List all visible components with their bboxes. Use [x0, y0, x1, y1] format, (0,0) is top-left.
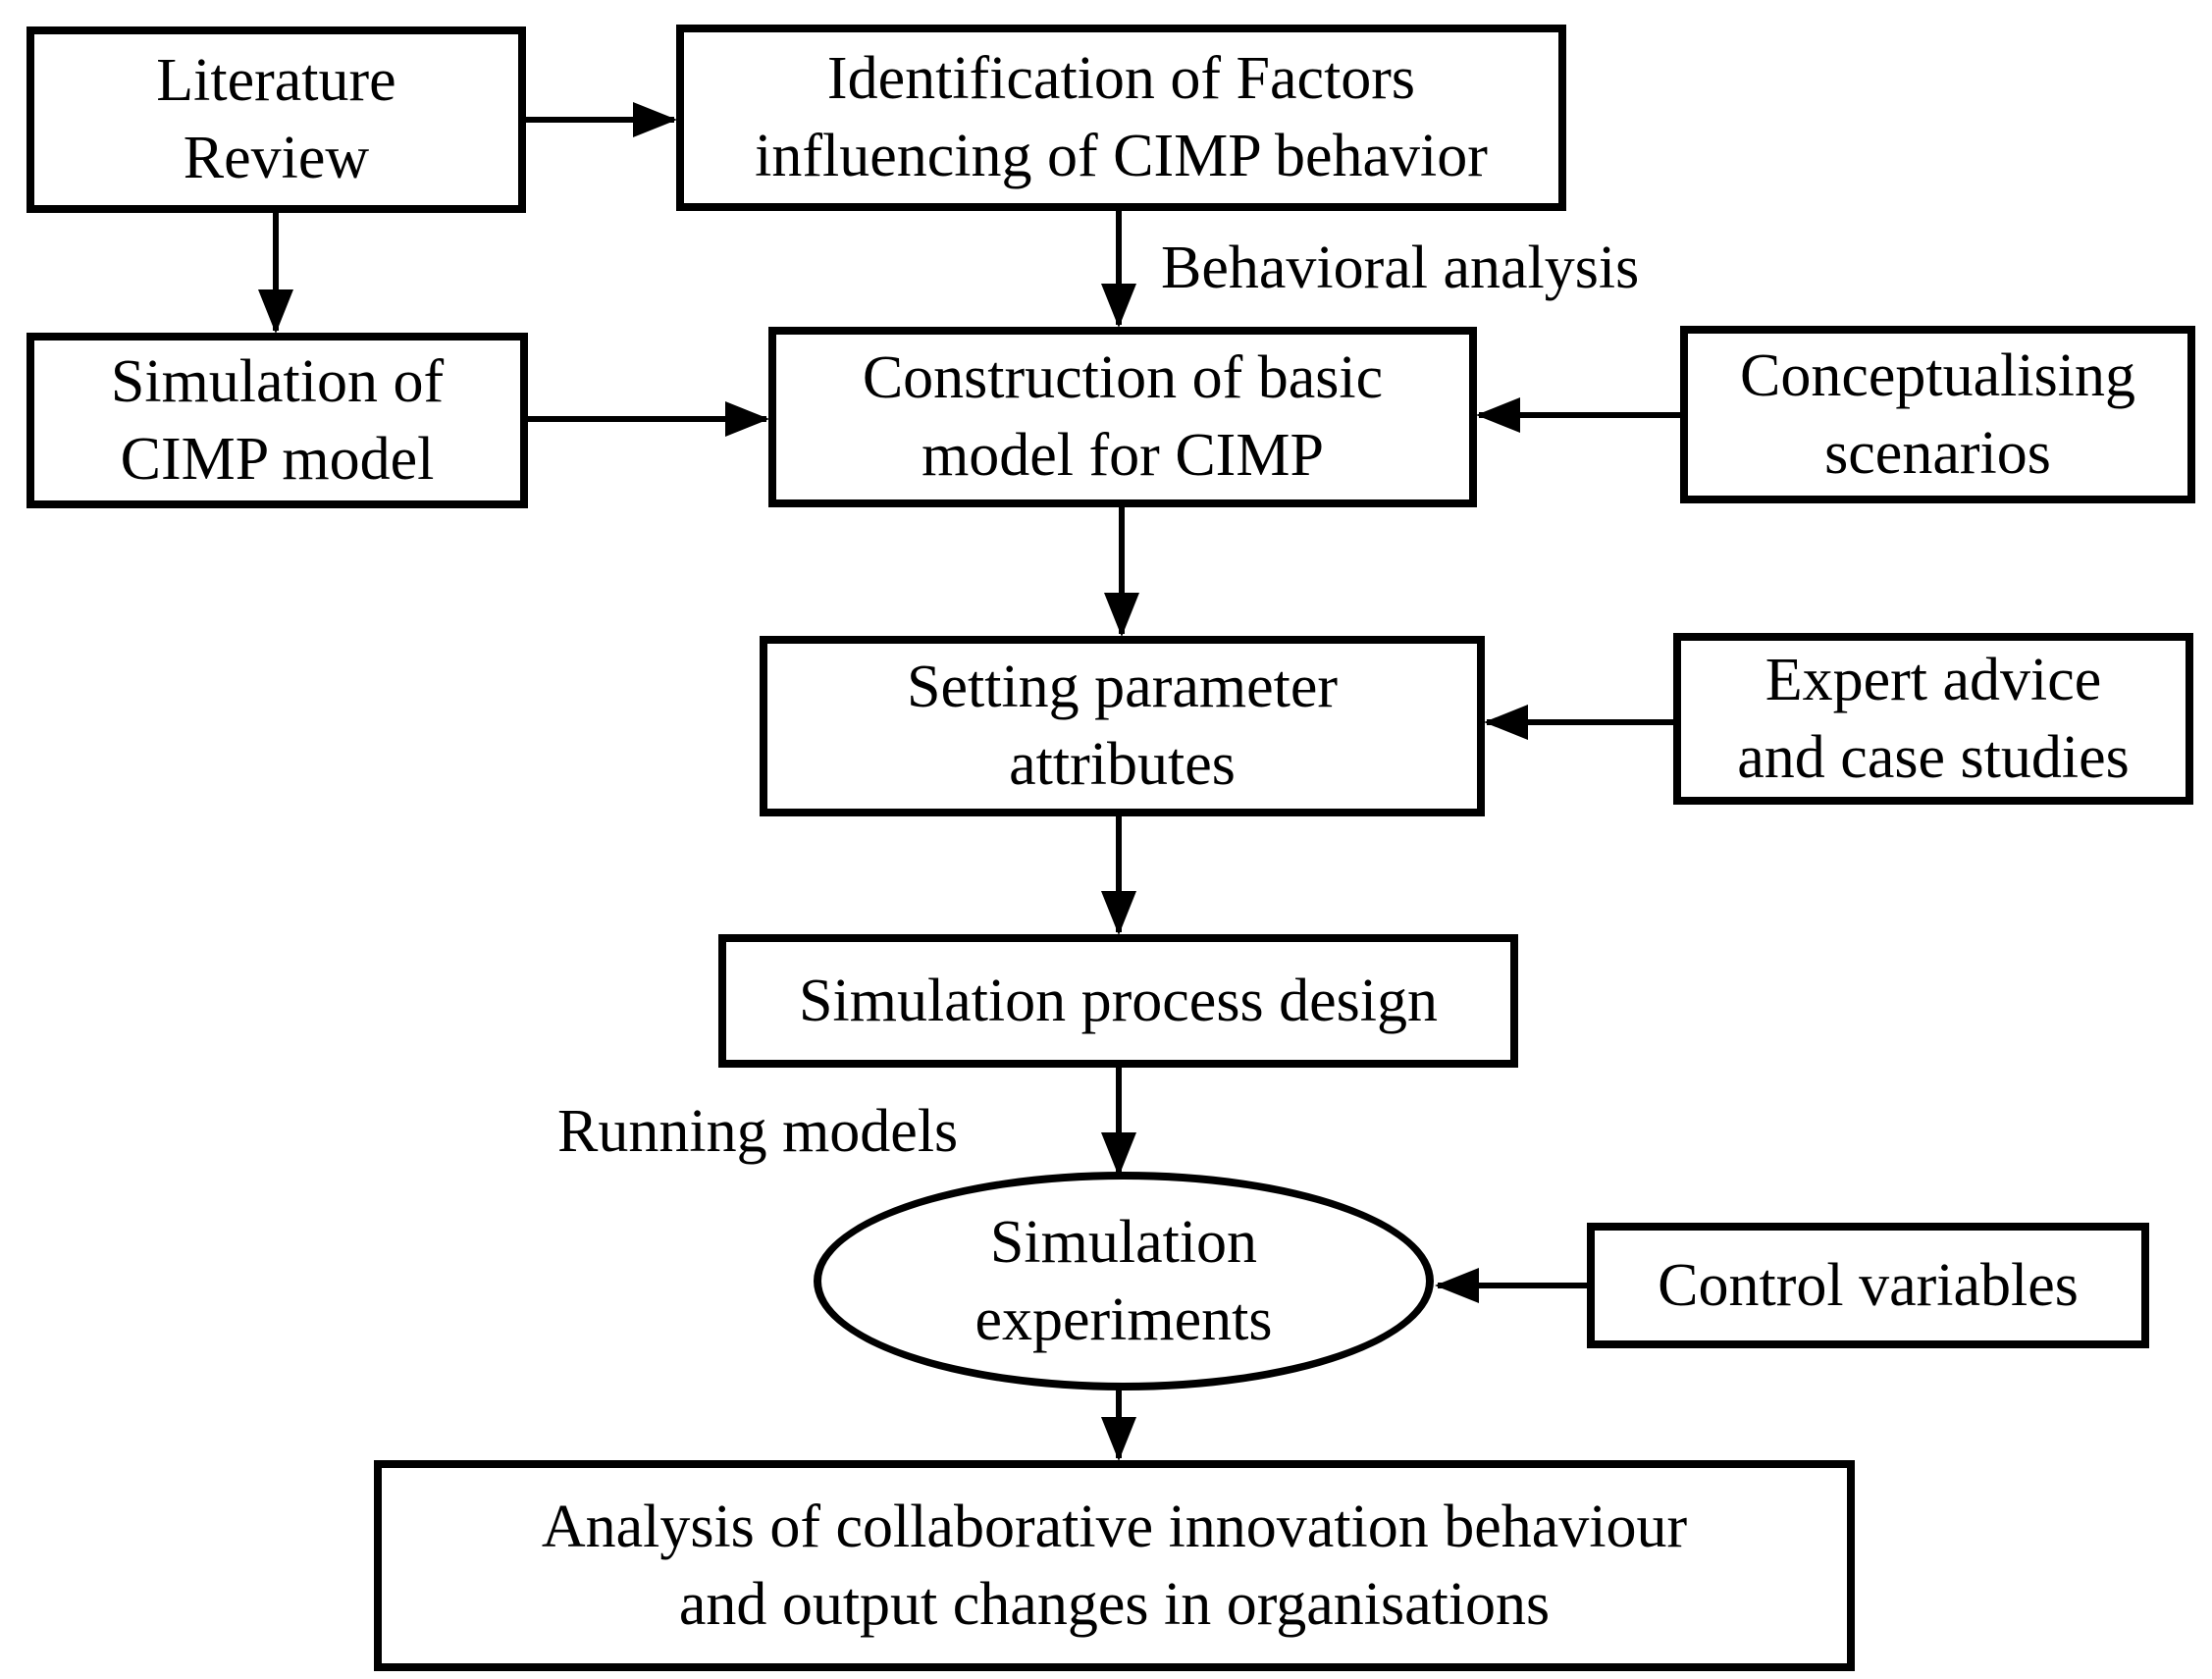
node-simulation-experiments: Simulation experiments [814, 1172, 1434, 1390]
node-simulation-of-cimp-model-line-1: Simulation of [110, 347, 445, 415]
node-identification-of-factors-line-1: Identification of Factors [826, 45, 1416, 113]
node-expert-advice-case-studies: Expert advice and case studies [1673, 633, 2193, 805]
node-setting-parameter-attributes-line-1: Setting parameter [907, 654, 1338, 721]
node-simulation-experiments-line-1: Simulation [989, 1208, 1258, 1276]
edge-label-behavioral-analysis: Behavioral analysis [1161, 235, 1640, 301]
node-construction-of-basic-model-line-2: model for CIMP [922, 422, 1324, 489]
node-control-variables-line-1: Control variables [1658, 1251, 2079, 1319]
node-literature-review-line-2: Review [183, 125, 370, 191]
node-analysis-of-collaborative-innovation-line-2: and output changes in organisations [678, 1570, 1551, 1638]
node-simulation-process-design-line-1: Simulation process design [799, 967, 1438, 1034]
node-conceptualising-scenarios-line-1: Conceptualising [1740, 341, 2135, 409]
node-analysis-of-collaborative-innovation: Analysis of collaborative innovation beh… [374, 1460, 1855, 1671]
node-setting-parameter-attributes-line-2: attributes [1009, 731, 1236, 798]
node-expert-advice-case-studies-line-1: Expert advice [1764, 646, 2102, 713]
node-literature-review: Literature Review [26, 26, 526, 213]
node-construction-of-basic-model-line-1: Construction of basic [862, 344, 1384, 412]
node-simulation-process-design: Simulation process design [718, 934, 1518, 1068]
node-identification-of-factors-line-2: influencing of CIMP behavior [755, 123, 1488, 189]
node-conceptualising-scenarios: Conceptualising scenarios [1680, 326, 2195, 503]
node-simulation-of-cimp-model: Simulation of CIMP model [26, 333, 528, 508]
node-identification-of-factors: Identification of Factors influencing of… [676, 25, 1566, 211]
node-simulation-experiments-line-2: experiments [974, 1285, 1273, 1353]
node-analysis-of-collaborative-innovation-line-1: Analysis of collaborative innovation beh… [541, 1493, 1688, 1560]
node-conceptualising-scenarios-line-2: scenarios [1824, 419, 2051, 487]
edge-label-running-models: Running models [557, 1098, 959, 1165]
node-construction-of-basic-model: Construction of basic model for CIMP [768, 327, 1477, 507]
node-expert-advice-case-studies-line-2: and case studies [1737, 723, 2130, 791]
node-simulation-of-cimp-model-line-2: CIMP model [120, 425, 435, 493]
node-control-variables: Control variables [1587, 1223, 2149, 1348]
node-setting-parameter-attributes: Setting parameter attributes [760, 636, 1485, 816]
node-literature-review-line-1: Literature [156, 47, 396, 115]
